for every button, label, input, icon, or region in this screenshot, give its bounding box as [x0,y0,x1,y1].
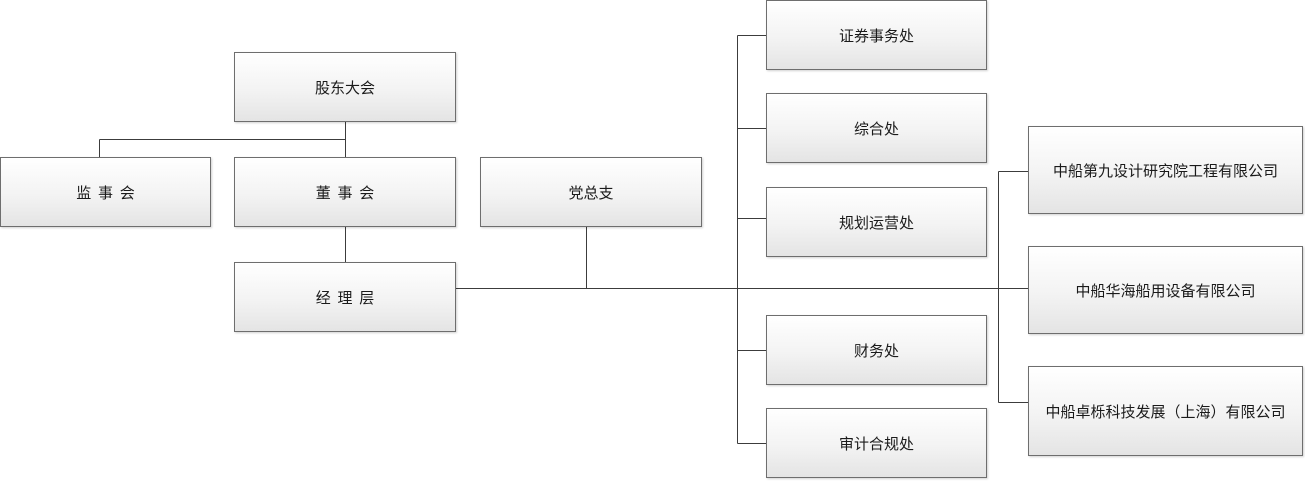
node-finance: 财务处 [766,315,987,385]
node-label: 审计合规处 [838,434,914,453]
node-label: 中船第九设计研究院工程有限公司 [1052,161,1278,180]
node-label: 规划运营处 [838,213,914,232]
node-label: 证券事务处 [838,26,914,45]
node-subsidiary-1: 中船第九设计研究院工程有限公司 [1028,126,1303,214]
node-planning-operations: 规划运营处 [766,187,987,257]
node-board-of-directors: 董事会 [234,157,456,227]
node-label: 财务处 [853,341,899,360]
node-party-branch: 党总支 [480,157,702,227]
node-label: 中船卓栎科技发展（上海）有限公司 [1045,402,1286,421]
node-label: 中船华海船用设备有限公司 [1075,281,1256,300]
node-subsidiary-2: 中船华海船用设备有限公司 [1028,246,1303,334]
node-label: 董事会 [315,183,381,202]
node-management: 经理层 [234,262,456,332]
node-label: 股东大会 [314,78,375,97]
node-securities-affairs: 证券事务处 [766,0,987,70]
node-supervisory-board: 监事会 [0,157,211,227]
node-label: 综合处 [853,119,899,138]
node-audit-compliance: 审计合规处 [766,408,987,478]
node-label: 监事会 [76,183,142,202]
node-general-office: 综合处 [766,93,987,163]
node-label: 经理层 [315,288,381,307]
node-shareholders-meeting: 股东大会 [234,52,456,122]
node-label: 党总支 [568,183,614,202]
node-subsidiary-3: 中船卓栎科技发展（上海）有限公司 [1028,366,1303,456]
